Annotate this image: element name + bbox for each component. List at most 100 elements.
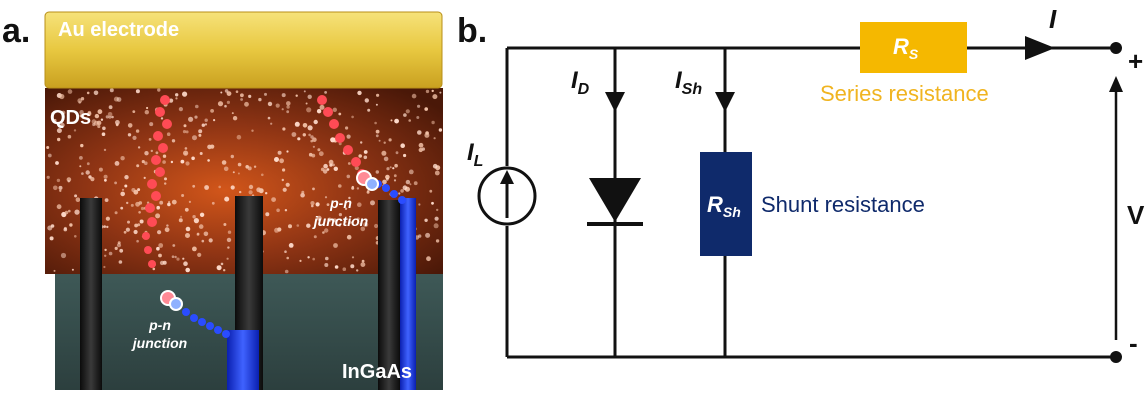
quantum-dot	[297, 137, 301, 141]
quantum-dot	[282, 168, 286, 172]
quantum-dot	[59, 189, 62, 192]
quantum-dot	[198, 133, 202, 137]
quantum-dot	[184, 147, 188, 150]
quantum-dot	[426, 256, 431, 262]
quantum-dot	[433, 137, 436, 140]
quantum-dot	[316, 215, 322, 221]
quantum-dot	[388, 138, 392, 142]
quantum-dot	[103, 265, 106, 269]
quantum-dot	[164, 227, 170, 233]
quantum-dot	[74, 235, 77, 238]
quantum-dot	[87, 110, 92, 115]
quantum-dot	[75, 197, 81, 202]
quantum-dot	[86, 162, 90, 166]
quantum-dot	[424, 107, 429, 111]
quantum-dot	[192, 135, 197, 141]
quantum-dot	[216, 265, 222, 271]
quantum-dot	[148, 138, 152, 141]
quantum-dot	[184, 207, 189, 212]
quantum-dot	[357, 90, 362, 96]
quantum-dot	[104, 248, 107, 252]
quantum-dot	[220, 262, 224, 266]
quantum-dot	[193, 218, 199, 224]
diode-current-arrow	[605, 92, 625, 112]
quantum-dot	[425, 232, 431, 238]
quantum-dot	[226, 237, 232, 243]
quantum-dot	[194, 115, 198, 119]
quantum-dot	[74, 194, 78, 198]
quantum-dot	[296, 224, 300, 227]
quantum-dot	[105, 115, 109, 119]
quantum-dot	[295, 94, 298, 97]
quantum-dot	[286, 150, 289, 153]
quantum-dot	[316, 109, 322, 114]
quantum-dot	[120, 206, 124, 210]
quantum-dot	[210, 144, 215, 149]
quantum-dot	[157, 88, 161, 92]
quantum-dot	[55, 161, 59, 165]
quantum-dot	[121, 188, 125, 191]
rsh-label: RSh	[707, 192, 741, 220]
quantum-dot	[374, 223, 379, 229]
quantum-dot	[183, 261, 188, 267]
quantum-dot	[213, 119, 216, 122]
quantum-dot	[94, 113, 100, 119]
device-illustration: a. Au electrode QDs p-n junction p-n jun…	[0, 0, 460, 390]
quantum-dot	[286, 101, 291, 106]
quantum-dot	[123, 230, 127, 234]
quantum-dot	[116, 97, 122, 102]
quantum-dot	[306, 223, 311, 228]
quantum-dot	[248, 190, 253, 195]
pillar-left	[80, 198, 102, 390]
quantum-dot	[157, 230, 162, 235]
quantum-dot	[326, 168, 330, 171]
quantum-dot	[342, 267, 347, 272]
quantum-dot	[305, 102, 308, 105]
quantum-dot	[93, 90, 99, 96]
negative-terminal	[1110, 351, 1122, 363]
quantum-dot	[346, 174, 351, 179]
quantum-dot	[195, 104, 199, 109]
quantum-dot	[108, 251, 113, 256]
quantum-dot	[324, 196, 328, 199]
quantum-dot	[185, 267, 190, 273]
quantum-dot	[80, 143, 84, 148]
quantum-dot	[168, 200, 171, 204]
quantum-dot	[114, 211, 118, 215]
quantum-dot	[302, 133, 306, 137]
quantum-dot	[63, 226, 67, 230]
quantum-dot	[68, 209, 71, 213]
quantum-dot	[192, 246, 197, 252]
quantum-dot	[434, 170, 440, 176]
quantum-dot	[174, 255, 177, 259]
quantum-dot	[53, 185, 58, 191]
quantum-dot	[146, 106, 149, 110]
quantum-dot	[203, 231, 209, 237]
quantum-dot	[392, 167, 395, 170]
quantum-dot	[79, 114, 83, 118]
quantum-dot	[308, 133, 311, 137]
quantum-dot	[183, 150, 189, 156]
blue-channel-middle	[227, 330, 259, 390]
quantum-dot	[119, 248, 124, 253]
current-id-label: ID	[571, 67, 590, 98]
quantum-dot	[53, 118, 57, 123]
quantum-dot	[291, 132, 297, 137]
quantum-dot	[235, 90, 239, 93]
quantum-dot	[317, 148, 321, 152]
quantum-dot	[181, 194, 185, 197]
quantum-dot	[108, 105, 113, 110]
quantum-dot	[104, 254, 107, 257]
quantum-dot	[329, 163, 333, 167]
quantum-dot	[220, 91, 223, 94]
quantum-dot	[281, 108, 284, 111]
quantum-dot	[73, 129, 77, 132]
plus-sign: +	[1128, 46, 1143, 76]
quantum-dot	[281, 93, 286, 98]
quantum-dot	[74, 209, 80, 215]
quantum-dot	[382, 179, 387, 185]
quantum-dot	[286, 110, 290, 114]
quantum-dot	[137, 188, 141, 192]
quantum-dot	[144, 161, 148, 165]
series-resistance-label: Series resistance	[820, 81, 989, 106]
